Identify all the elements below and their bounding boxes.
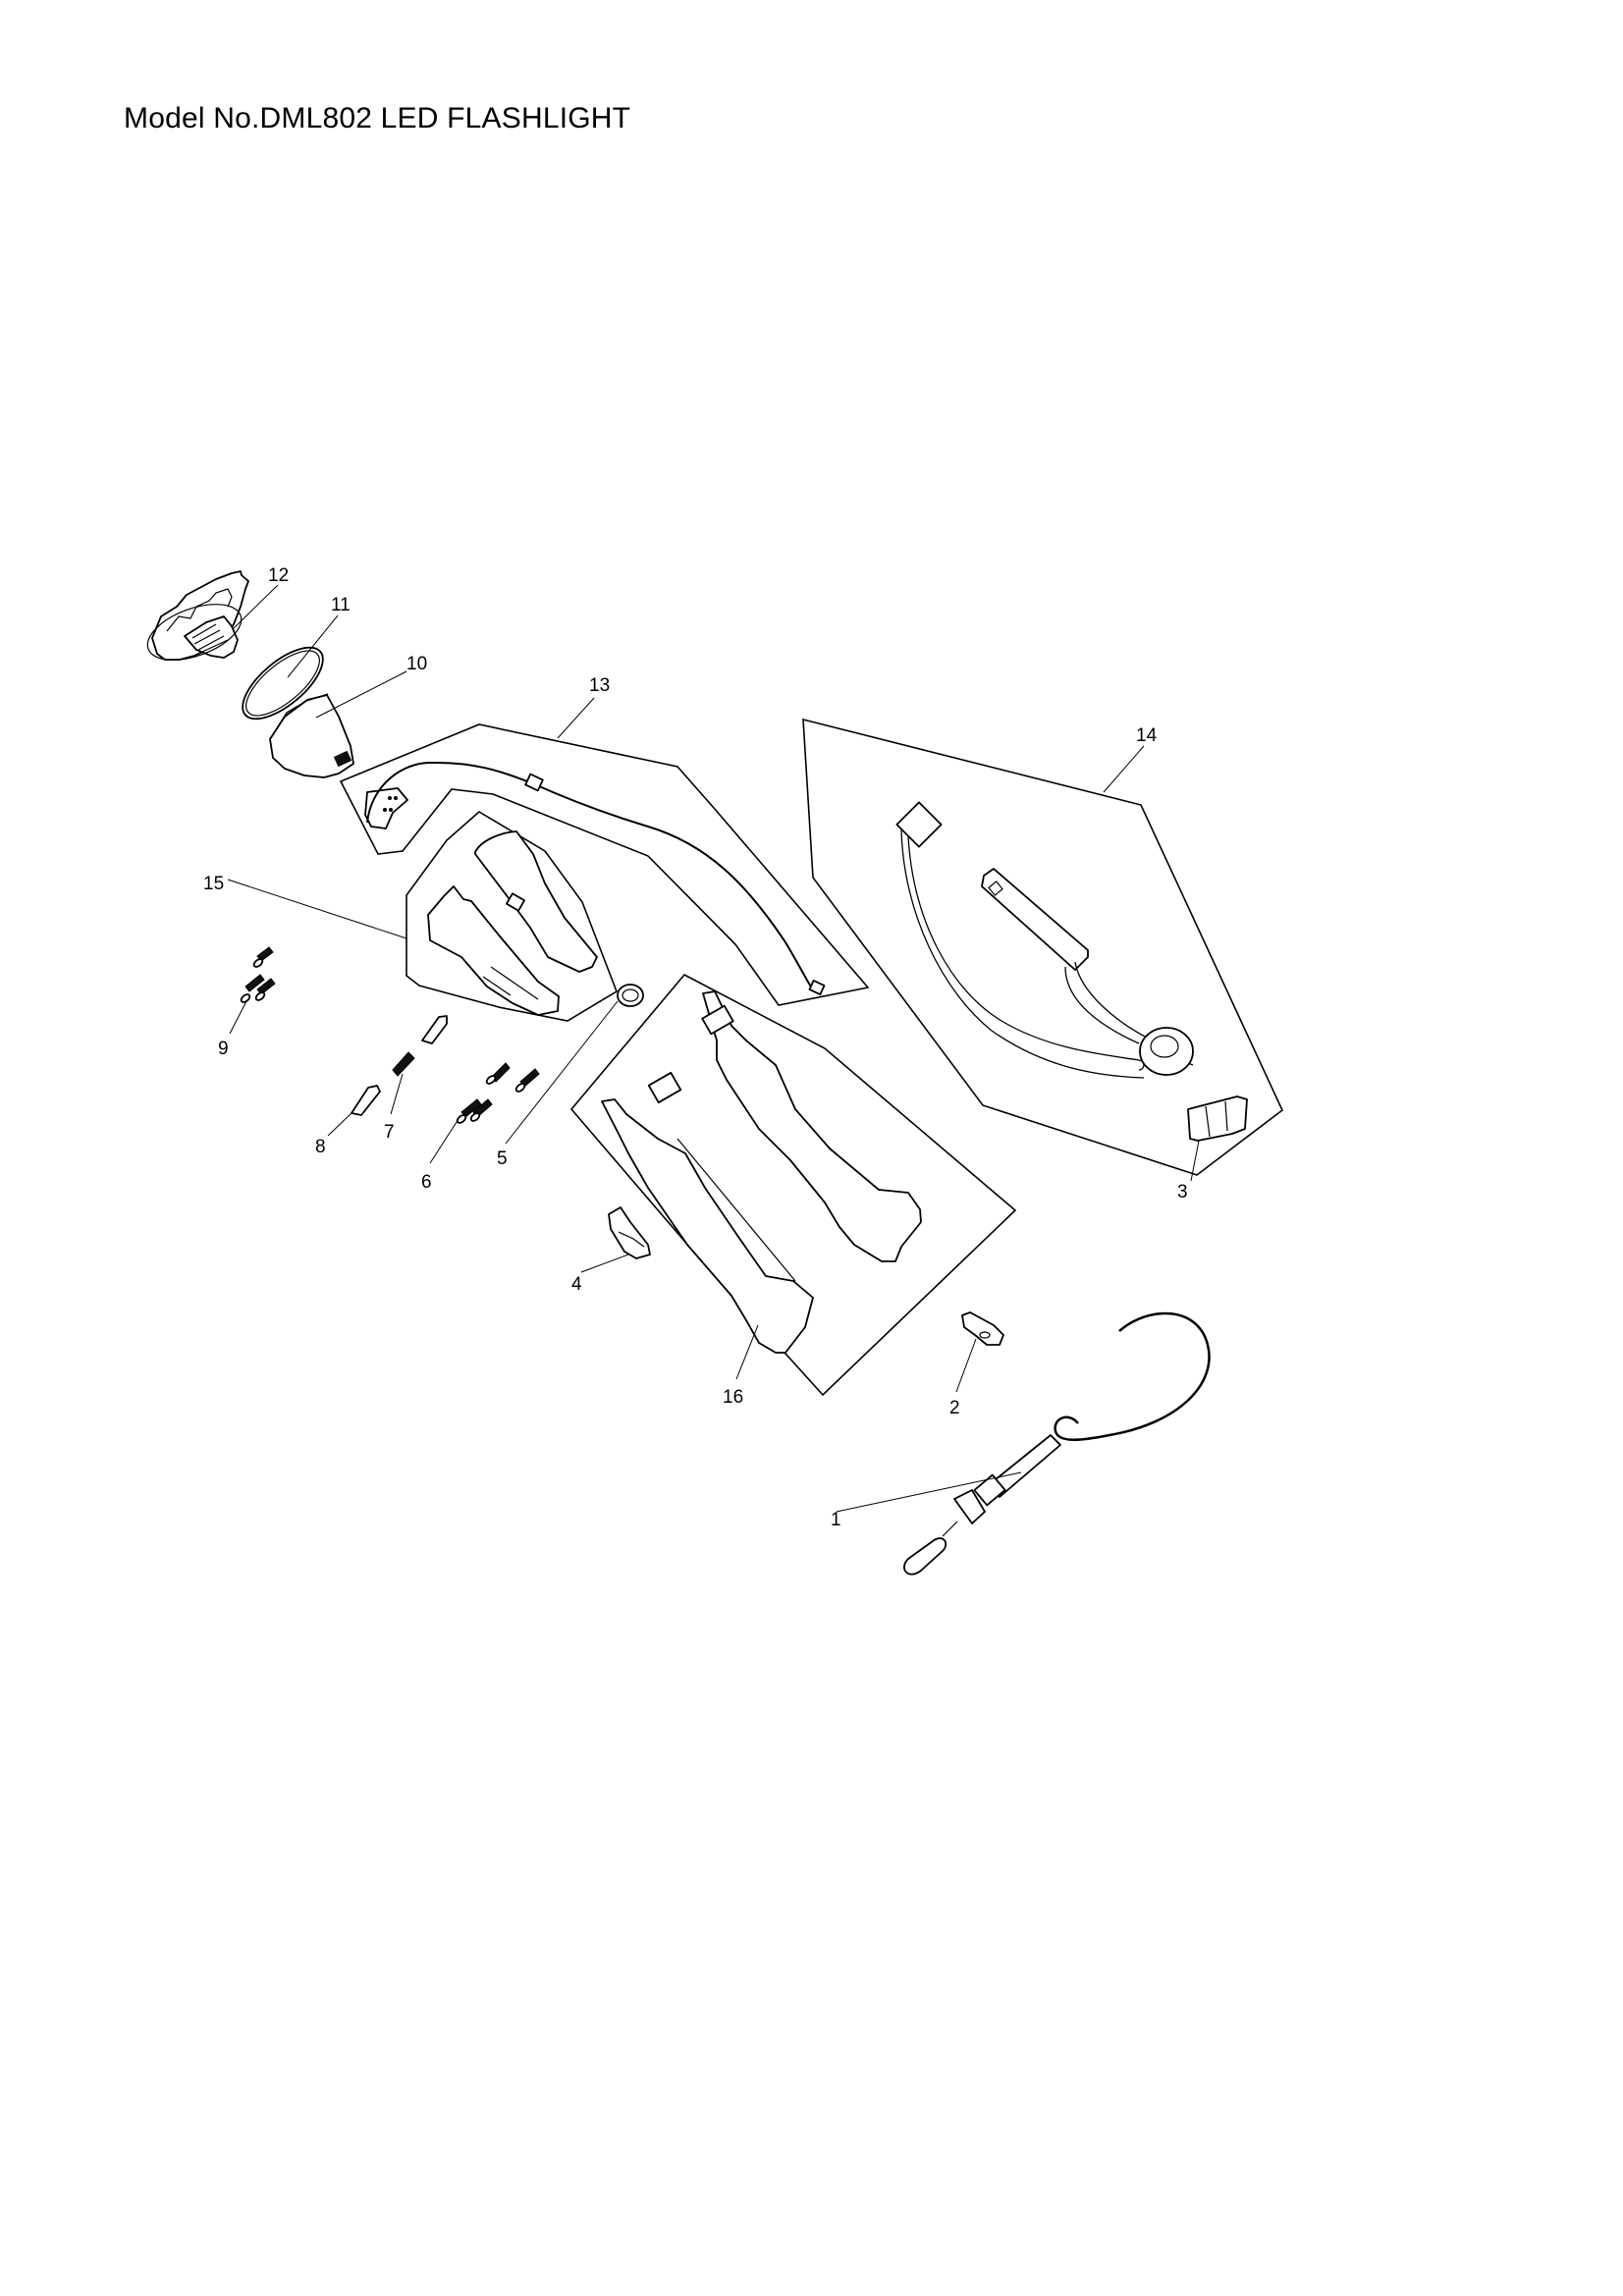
group-outline-14 [802, 718, 1283, 1176]
part-4-button-cap [608, 1206, 651, 1259]
part-8-pin [351, 1085, 381, 1116]
callout-5: 5 [497, 1148, 508, 1169]
part-9-screws [240, 946, 276, 1003]
group-outline-15 [406, 811, 618, 1022]
part-16-handle-housing [601, 990, 922, 1354]
part-2-clip [961, 1311, 1004, 1346]
callout-9: 9 [218, 1039, 229, 1059]
callout-12: 12 [268, 565, 289, 586]
callout-4: 4 [571, 1274, 582, 1295]
callout-2: 2 [949, 1398, 960, 1418]
part-7-spring [392, 1015, 448, 1077]
part-13-led-wire-harness [364, 761, 826, 995]
callout-15: 15 [203, 874, 224, 894]
part-6-screws [456, 1062, 540, 1124]
part-10-reflector [269, 693, 354, 778]
callout-3: 3 [1177, 1182, 1188, 1202]
leader-lines [227, 584, 1200, 1513]
document-title: Model No.DML802 LED FLASHLIGHT [124, 102, 631, 134]
callout-14: 14 [1136, 725, 1158, 746]
part-15-head-housing [427, 830, 598, 1016]
callout-6: 6 [421, 1172, 432, 1193]
group-outline-16 [569, 973, 1017, 1397]
callout-11: 11 [331, 595, 351, 615]
part-1-strap-hook [903, 1311, 1211, 1575]
callout-10: 10 [406, 654, 427, 674]
callout-1: 1 [831, 1510, 841, 1530]
callout-7: 7 [384, 1122, 395, 1143]
group-outline-13 [339, 723, 870, 1006]
callout-labels: 1 2 3 4 5 6 7 8 9 10 11 12 13 14 15 16 [203, 565, 1188, 1530]
part-14-circuit-board [895, 801, 1248, 1142]
part-12-front-bezel [146, 570, 249, 661]
part-11-lens [242, 646, 324, 721]
callout-16: 16 [723, 1387, 743, 1408]
callout-13: 13 [589, 675, 610, 696]
part-5-o-ring [617, 984, 644, 1007]
callout-8: 8 [315, 1137, 326, 1157]
